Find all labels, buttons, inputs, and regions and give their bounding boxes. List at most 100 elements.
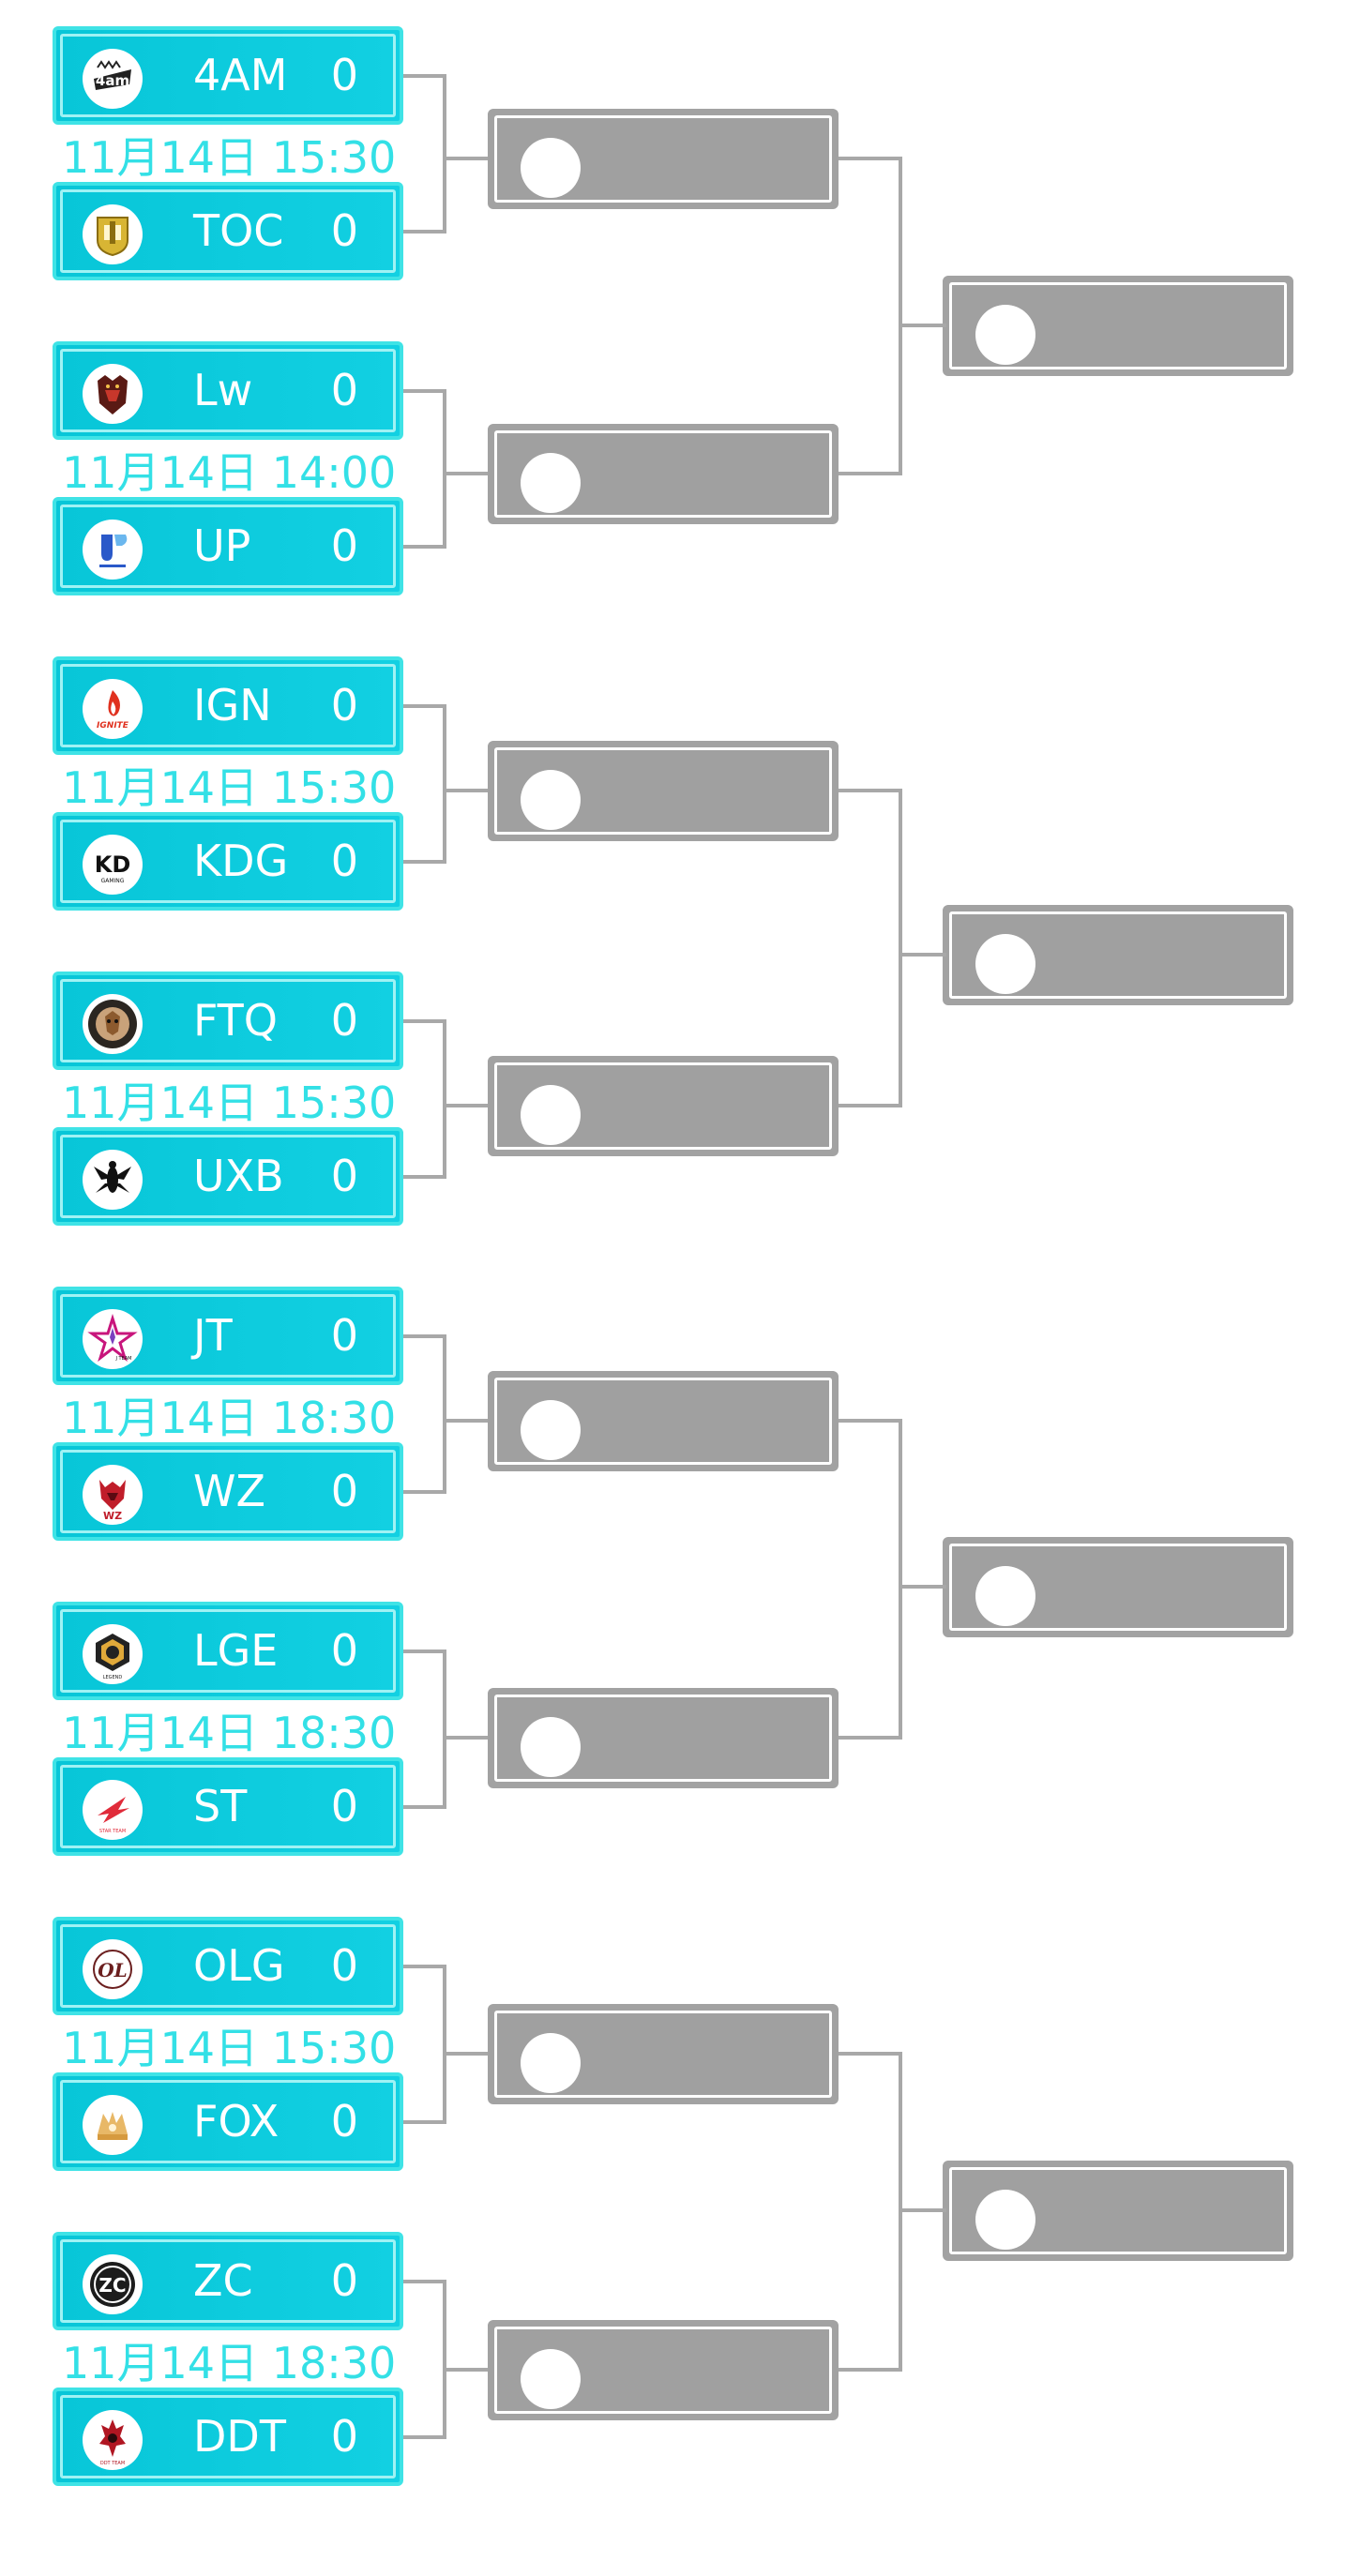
team-score: 0 xyxy=(330,365,358,415)
team-score: 0 xyxy=(330,1940,358,1991)
slot-frame xyxy=(949,281,1287,369)
bracket-connector xyxy=(899,157,902,475)
bracket-connector xyxy=(403,1489,446,1494)
bracket-connector xyxy=(403,2279,446,2283)
team-card[interactable]: OL OLG 0 xyxy=(53,1917,403,2015)
team-card-frame xyxy=(60,349,396,432)
bracket-connector xyxy=(443,703,446,864)
svg-text:LEGEND: LEGEND xyxy=(103,1675,123,1680)
team-name: FOX xyxy=(193,2096,280,2147)
uxb-logo-icon xyxy=(83,1150,143,1210)
team-name: ZC xyxy=(193,2255,253,2306)
round3-slot[interactable] xyxy=(943,275,1293,376)
team-name: DDT xyxy=(193,2411,286,2462)
team-name: OLG xyxy=(193,1940,285,1991)
slot-frame xyxy=(494,746,832,835)
team-card-frame xyxy=(60,820,396,903)
round2-slot[interactable] xyxy=(488,2319,839,2420)
bracket-connector xyxy=(403,1649,446,1653)
bracket-connector xyxy=(403,229,446,233)
round2-slot[interactable] xyxy=(488,423,839,524)
team-score: 0 xyxy=(330,836,358,886)
jt-logo-icon: J TEAM xyxy=(83,1309,143,1369)
round2-slot[interactable] xyxy=(488,1055,839,1156)
bracket-connector xyxy=(443,472,491,475)
round2-slot[interactable] xyxy=(488,1370,839,1471)
round2-slot[interactable] xyxy=(488,108,839,209)
bracket-connector xyxy=(403,703,446,708)
slot-frame xyxy=(949,1543,1287,1631)
svg-text:4am: 4am xyxy=(96,72,129,89)
match-time: 11月14日 18:30 xyxy=(62,1708,397,1758)
bracket-connector xyxy=(443,2368,491,2372)
placeholder-logo-icon xyxy=(975,2189,1035,2250)
team-card[interactable]: TOC 0 xyxy=(53,182,403,280)
bracket-connector xyxy=(899,789,902,1107)
svg-text:STAR TEAM: STAR TEAM xyxy=(99,1829,126,1834)
match-time: 11月14日 18:30 xyxy=(62,1393,397,1443)
team-name: UP xyxy=(193,520,251,571)
slot-frame xyxy=(494,2326,832,2414)
bracket-connector xyxy=(839,1104,902,1107)
svg-text:IGNITE: IGNITE xyxy=(97,721,129,731)
team-card-frame xyxy=(60,2395,396,2478)
team-card[interactable]: FOX 0 xyxy=(53,2072,403,2171)
team-card-frame xyxy=(60,1135,396,1218)
bracket-connector xyxy=(443,388,446,549)
bracket-connector xyxy=(899,1585,946,1589)
bracket-connector xyxy=(443,1649,446,1809)
svg-text:OL: OL xyxy=(98,1959,127,1981)
round2-slot[interactable] xyxy=(488,1687,839,1788)
svg-text:KD: KD xyxy=(95,851,131,878)
match-time: 11月14日 18:30 xyxy=(62,2338,397,2388)
placeholder-logo-icon xyxy=(521,2032,581,2093)
team-name: TOC xyxy=(193,205,284,256)
team-name: WZ xyxy=(193,1466,265,1516)
bracket-connector xyxy=(899,953,946,957)
round2-slot[interactable] xyxy=(488,2003,839,2104)
wz-logo-icon: WZ xyxy=(83,1465,143,1525)
round3-slot[interactable] xyxy=(943,904,1293,1005)
placeholder-logo-icon xyxy=(975,933,1035,994)
team-card-frame xyxy=(60,2080,396,2163)
slot-frame xyxy=(494,1694,832,1782)
bracket-connector xyxy=(403,73,446,78)
round2-slot[interactable] xyxy=(488,740,839,841)
team-score: 0 xyxy=(330,680,358,731)
4am-logo-icon: 4am xyxy=(83,49,143,109)
bracket-connector xyxy=(443,2279,446,2439)
match-time: 11月14日 14:00 xyxy=(62,447,397,498)
placeholder-logo-icon xyxy=(975,1565,1035,1626)
team-score: 0 xyxy=(330,2255,358,2306)
bracket-connector xyxy=(839,789,902,792)
bracket-connector xyxy=(443,789,491,792)
team-card-frame xyxy=(60,1924,396,2008)
team-score: 0 xyxy=(330,205,358,256)
team-card-frame xyxy=(60,1450,396,1533)
svg-text:GAMING: GAMING xyxy=(101,878,125,884)
round3-slot[interactable] xyxy=(943,1536,1293,1637)
placeholder-logo-icon xyxy=(521,1399,581,1460)
round3-slot[interactable] xyxy=(943,2160,1293,2261)
placeholder-logo-icon xyxy=(521,1084,581,1145)
team-name: JT xyxy=(193,1310,233,1361)
bracket-connector xyxy=(443,1419,491,1423)
bracket-connector xyxy=(443,73,446,233)
match-time: 11月14日 15:30 xyxy=(62,1077,397,1128)
team-score: 0 xyxy=(330,2096,358,2147)
